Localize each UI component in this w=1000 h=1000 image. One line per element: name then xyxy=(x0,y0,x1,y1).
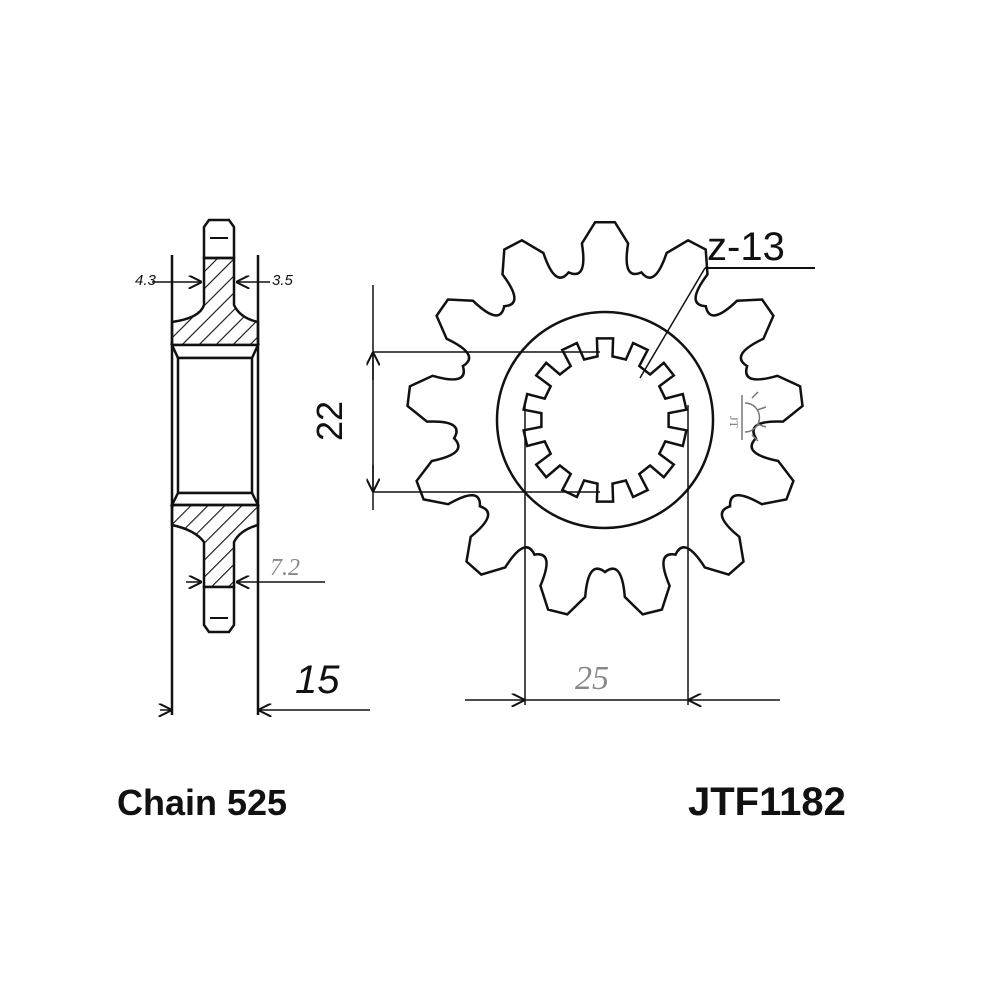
teeth-label: z-13 xyxy=(707,225,785,269)
dim-right-offset: 3.5 xyxy=(272,272,293,289)
part-number: JTF1182 xyxy=(688,780,846,824)
spline-outline xyxy=(522,337,688,503)
dim-left-offset: 4.3 xyxy=(135,272,156,289)
chain-label: Chain 525 xyxy=(117,782,288,823)
dim-spline-diameter: 22 xyxy=(309,400,351,442)
dim-width: 15 xyxy=(295,658,340,702)
hub-circle xyxy=(495,310,715,530)
dim-tooth-thickness: 7.2 xyxy=(270,555,300,581)
dim-hub-bore: 25 xyxy=(575,660,609,697)
jt-logo-icon: JT xyxy=(727,391,767,442)
side-view xyxy=(152,218,370,715)
front-view: JT xyxy=(373,220,815,705)
svg-text:JT: JT xyxy=(727,416,741,429)
sprocket-outline xyxy=(406,220,804,616)
